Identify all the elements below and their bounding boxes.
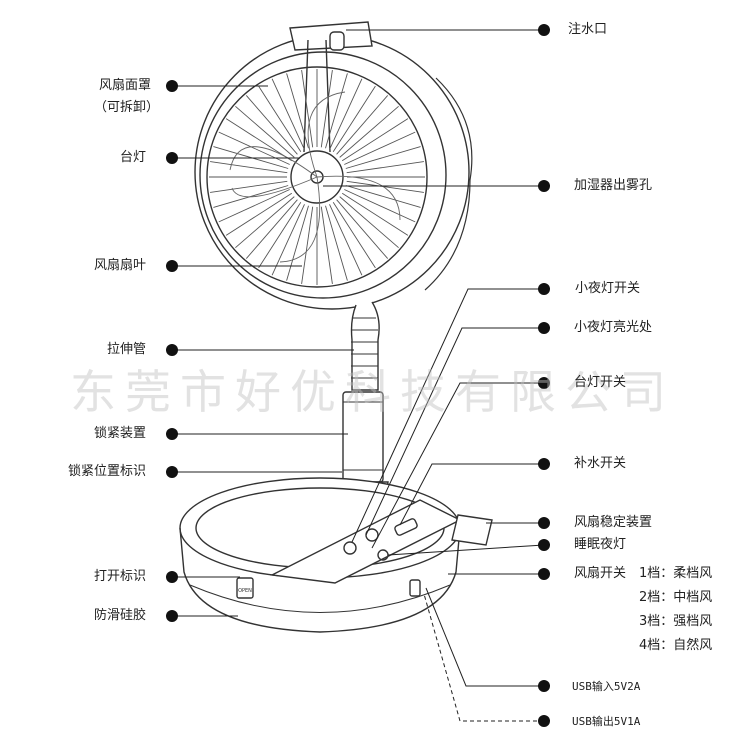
cover-spine: [303, 39, 331, 153]
grill-spoke: [341, 192, 409, 236]
label-speed-1: 1档：柔档风: [639, 566, 713, 581]
grill-spoke: [271, 204, 305, 276]
stabilizer-plate: [451, 514, 493, 546]
grill-spoke: [235, 196, 295, 249]
grill-spoke: [325, 205, 348, 281]
inlet-cap: [329, 31, 345, 51]
grill-spoke: [210, 161, 288, 174]
label-speed-3: 3档：强档风: [639, 614, 713, 629]
grill-spoke: [225, 192, 293, 236]
fan-housing-side: [424, 77, 473, 291]
grill-spoke: [218, 189, 290, 223]
grill-spoke: [336, 95, 389, 155]
label-desk-lamp: 台灯: [120, 150, 147, 165]
fan-blades: [229, 91, 401, 263]
label-usb-input: USB输入5V2A: [572, 680, 641, 693]
base-bowl-side: [179, 527, 461, 633]
grill-spoke: [325, 73, 348, 149]
label-speed-2: 2档：中档风: [639, 590, 713, 605]
grill-spoke: [225, 118, 293, 162]
grill-spoke: [301, 206, 314, 284]
grill-spoke: [346, 180, 424, 193]
grill-spoke: [346, 161, 424, 174]
grill-spoke: [245, 199, 298, 259]
usb-ports: [409, 579, 421, 597]
anti-slip-rubber: [189, 584, 451, 613]
grill-spoke: [235, 105, 295, 158]
label-extension-pole: 拉伸管: [107, 342, 147, 357]
label-fan-stabilizer: 风扇稳定装置: [574, 515, 653, 530]
label-fan-blade: 风扇扇叶: [94, 258, 147, 273]
grill-spoke: [339, 196, 399, 249]
grill-spoke: [344, 131, 416, 165]
grill-spoke: [345, 185, 421, 208]
grill-spoke: [332, 201, 376, 269]
grill-spoke: [218, 131, 290, 165]
label-lock-position-mark: 锁紧位置标识: [68, 464, 147, 479]
grill-spoke: [301, 70, 314, 148]
grill-spoke: [336, 199, 389, 259]
grill-spoke: [329, 78, 363, 150]
grill-spoke: [345, 146, 421, 169]
label-sleep-night-light: 睡眠夜灯: [574, 537, 627, 552]
grill-spoke: [286, 73, 309, 149]
grill-spoke: [258, 85, 302, 153]
pole-ridges: [351, 317, 378, 379]
label-lamp-switch: 台灯开关: [574, 375, 627, 390]
label-lock-device: 锁紧装置: [94, 426, 147, 441]
grill-spoke: [320, 206, 333, 284]
label-usb-output: USB输出5V1A: [572, 715, 641, 728]
label-anti-slip-rubber: 防滑硅胶: [94, 608, 147, 623]
grill-spoke: [329, 204, 363, 276]
grill-spoke: [271, 78, 305, 150]
lock-device: [342, 391, 384, 483]
label-fan-switch: 风扇开关: [574, 566, 627, 581]
night-light-button: [343, 541, 357, 555]
open-mark-text: OPEN: [238, 588, 252, 594]
label-night-light-glow: 小夜灯亮光处: [574, 320, 653, 335]
grill-spoke: [245, 95, 298, 155]
label-fan-cover-note: （可拆卸）: [94, 100, 160, 115]
label-night-light-switch: 小夜灯开关: [575, 281, 641, 296]
fan-cover-grill-ring: [206, 66, 428, 288]
extension-pole: [350, 301, 380, 391]
label-fan-cover: 风扇面罩: [99, 78, 152, 93]
grill-spoke: [344, 189, 416, 223]
label-refill-switch: 补水开关: [574, 456, 627, 471]
label-speed-4: 4档：自然风: [639, 638, 713, 653]
grill-spoke: [210, 180, 288, 193]
label-water-inlet: 注水口: [568, 22, 608, 37]
grill-spoke: [286, 205, 309, 281]
grill-spoke: [332, 85, 376, 153]
grill-spoke: [320, 70, 333, 148]
open-mark-badge: [236, 577, 254, 599]
label-open-mark: 打开标识: [94, 569, 147, 584]
grill-spoke: [339, 105, 399, 158]
grill-spoke: [258, 201, 302, 269]
refill-switch-body: [394, 518, 418, 536]
leader-lines: [172, 29, 545, 722]
grill-spoke: [341, 118, 409, 162]
label-mist-outlet: 加湿器出雾孔: [574, 178, 653, 193]
label-bullets: [166, 24, 550, 727]
